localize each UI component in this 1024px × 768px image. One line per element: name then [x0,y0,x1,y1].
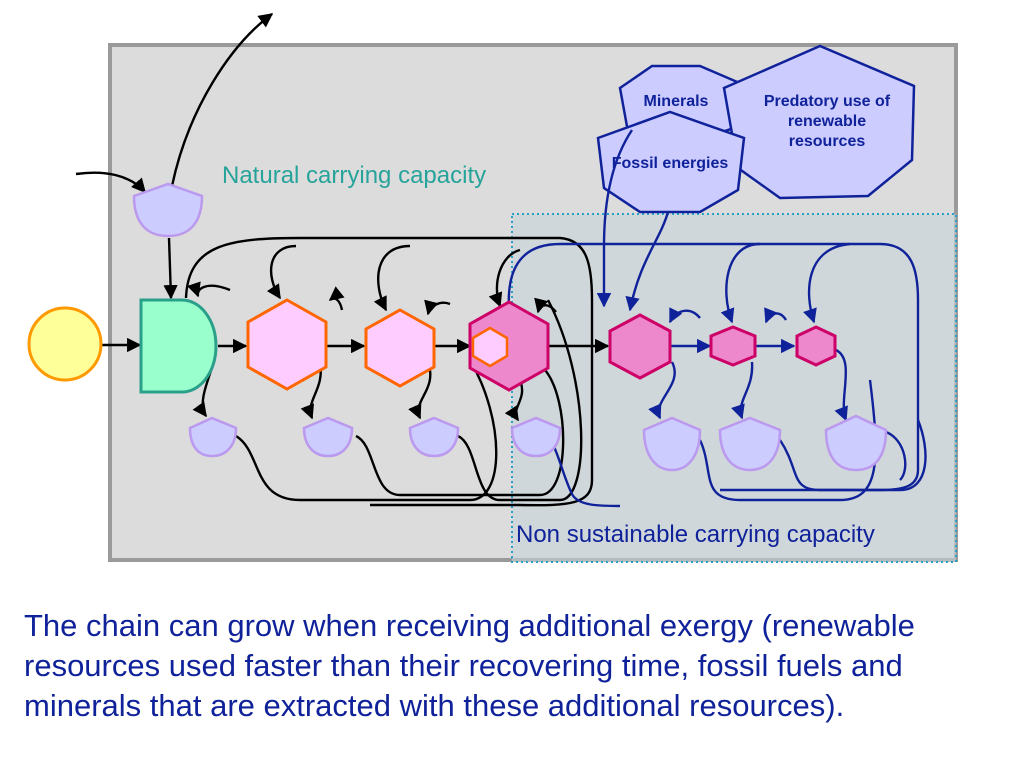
blue-feedback-2 [803,242,851,324]
predatory-use-source [722,44,916,200]
consumer-2-return [424,299,451,316]
blue-return-1 [668,307,701,324]
storage-tank-2 [302,416,354,458]
input-flow-left [75,171,146,194]
fossil-energies-source [596,110,746,214]
blue-to-storage-3 [834,348,848,422]
consumer-hexagon-3-inner [471,326,509,368]
storage-tank-4 [510,416,562,458]
storage-1-loop [235,359,498,502]
producer-symbol [139,298,218,394]
fossil-to-chain [625,211,670,312]
consumer-hexagon-2 [364,308,436,388]
storage-tank-5 [642,416,702,472]
fossil-energies-label: Fossil energies [611,155,729,172]
blue-storage-loop-3 [885,430,907,481]
energy-chain-diagram [27,13,958,563]
storage-tank-1 [188,416,238,458]
minerals-label: Minerals [643,93,709,110]
blue-storage-loop-2 [779,419,927,492]
minerals-to-chain [596,129,633,308]
natural-carrying-capacity-label: Natural carrying capacity [222,162,487,189]
input-storage-tank [132,182,204,238]
blue-to-storage-2 [731,361,754,420]
blue-top-loop [507,242,920,492]
blue-to-storage-1 [648,361,676,420]
consumer-1-return [328,286,345,311]
consumer-hexagon-3 [468,300,550,392]
slide-caption: The chain can grow when receiving additi… [24,608,915,723]
storage-tank-6 [718,416,782,472]
producer-return-loop [187,281,231,298]
sun-energy-source [27,306,103,382]
feedback-to-consumer-2 [373,244,411,312]
consumer-3-return [534,297,557,314]
non-sustainable-region [511,213,957,563]
storage-2-loop [355,369,565,497]
blue-return-2 [764,307,788,324]
top-feedback-loop [184,236,594,507]
predatory-use-label: Predatory use of renewable resources [763,93,891,150]
feedback-to-consumer-3 [488,248,521,308]
consumer-hexagon-1 [246,298,328,391]
consumer-hexagon-4 [608,313,672,380]
storage-tank-7 [824,414,888,472]
consumer-hexagon-6 [795,325,837,367]
feedback-to-consumer-1 [266,244,297,300]
output-flow-up [170,13,274,187]
storage-to-producer-flow [163,237,178,300]
storage-3-loop [457,299,583,502]
non-sustainable-capacity-label: Non sustainable carrying capacity [516,521,875,548]
blue-feedback-1 [720,242,761,324]
storage-tank-3 [408,416,460,458]
consumer-hexagon-5 [709,325,757,367]
